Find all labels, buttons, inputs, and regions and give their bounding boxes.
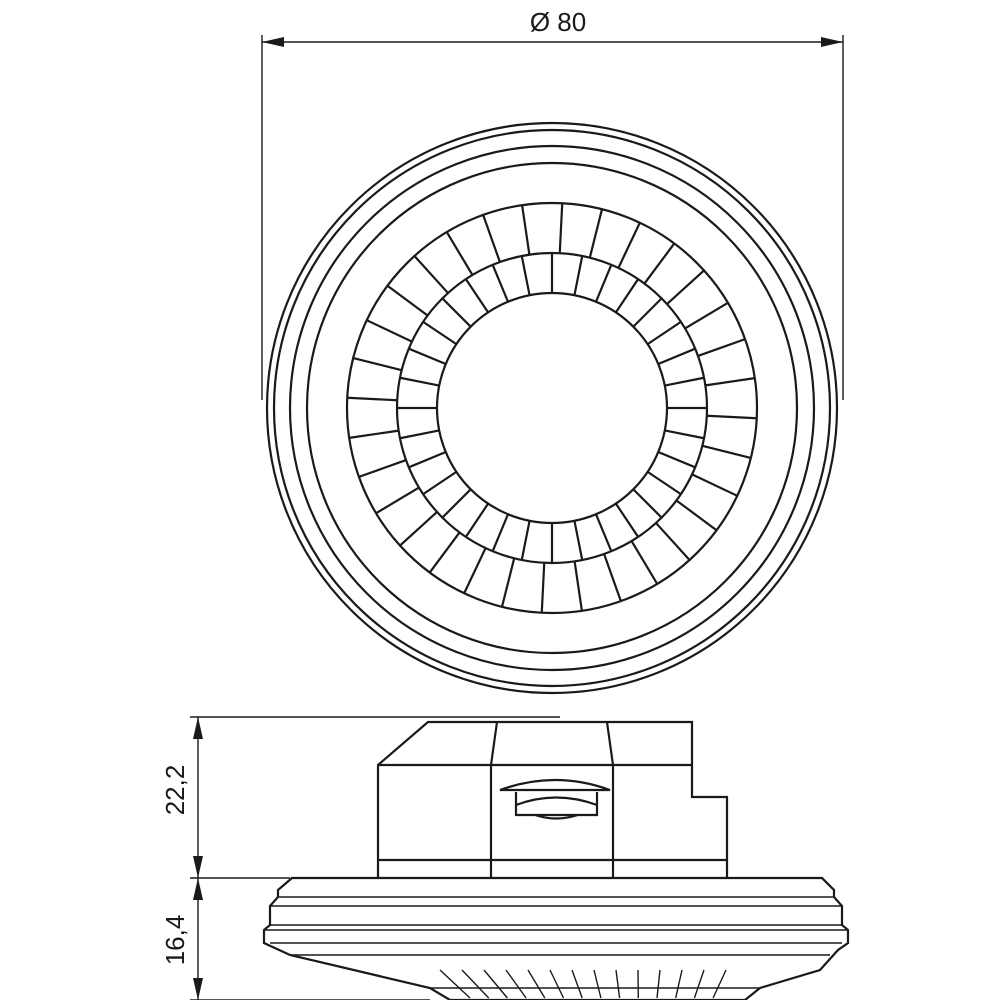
- inner-lens-divider: [632, 488, 663, 519]
- outer-lens-divider: [413, 255, 449, 294]
- inner-lens-divider: [594, 513, 613, 552]
- side-lens-segment: [549, 969, 565, 999]
- side-lens-segment: [675, 969, 683, 999]
- outer-lens-divider: [463, 547, 487, 594]
- side-lens-segment: [461, 969, 490, 999]
- outer-lens-divider: [697, 338, 746, 357]
- outer-lens-divider: [630, 540, 659, 585]
- side-lens-segment: [527, 969, 546, 999]
- inner-lens-divider: [664, 429, 705, 440]
- outer-lens-divider: [428, 531, 461, 574]
- inner-lens-divider: [573, 520, 584, 561]
- outer-lens-divider: [482, 214, 501, 263]
- inner-lens-divider: [408, 450, 447, 469]
- outer-lens-divider: [706, 414, 757, 420]
- outer-lens-divider: [655, 522, 691, 561]
- outer-lens-divider: [675, 499, 718, 532]
- side-lens-segment: [656, 969, 661, 999]
- lower-height-label: 16,4: [160, 915, 190, 966]
- upper-height-label: 22,2: [160, 765, 190, 816]
- outer-lens-divider: [643, 242, 676, 285]
- side-lens-segment: [483, 969, 508, 999]
- outer-lens-divider: [705, 377, 755, 387]
- inner-lens-divider: [594, 264, 613, 303]
- outer-lens-divider: [500, 558, 516, 608]
- inner-lens-divider: [464, 278, 490, 313]
- inner-lens-divider: [573, 255, 584, 296]
- inner-lens-divider: [657, 450, 696, 469]
- outer-lens-divider: [366, 319, 413, 343]
- top-view: [265, 121, 839, 695]
- side-lens-segment: [505, 969, 527, 999]
- outer-lens-divider: [684, 301, 729, 330]
- side-lens-segment: [593, 969, 602, 999]
- inner-lens-divider: [399, 429, 440, 440]
- lens-segments: [439, 969, 727, 999]
- outer-lens-divider: [603, 553, 622, 602]
- side-view: [262, 720, 850, 1000]
- inner-lens-divider: [408, 347, 447, 366]
- outer-lens-divider: [349, 429, 399, 439]
- outer-lens-divider: [617, 222, 641, 269]
- inner-lens-divider: [614, 503, 640, 538]
- inner-lens-divider: [399, 376, 440, 387]
- outer-lens-divider: [588, 208, 604, 258]
- side-lens-segment: [615, 969, 621, 999]
- inner-lens-divider: [491, 264, 510, 303]
- inner-lens-divider: [422, 470, 457, 496]
- inner-lens-divider: [647, 320, 682, 346]
- outer-lens-divider: [540, 562, 546, 613]
- outer-lens-divider: [666, 269, 705, 305]
- side-lens-segment: [693, 969, 705, 999]
- outer-lens-divider: [347, 396, 398, 402]
- side-lens-segment: [439, 969, 471, 999]
- outer-lens-divider: [558, 203, 564, 254]
- inner-lens-divider: [441, 488, 472, 519]
- outer-lens-divider: [445, 231, 474, 276]
- inner-lens-divider: [632, 297, 663, 328]
- side-lens-segment: [571, 969, 583, 999]
- inner-lens-divider: [647, 470, 682, 496]
- outer-lens-divider: [573, 561, 583, 611]
- outer-lens-divider: [375, 486, 420, 515]
- inner-lens-divider: [491, 513, 510, 552]
- outer-lens-divider: [702, 444, 752, 460]
- inner-lens-divider: [664, 376, 705, 387]
- outer-lens-divider: [386, 284, 429, 317]
- outer-lens-divider: [399, 511, 438, 547]
- inner-lens-divider: [614, 278, 640, 313]
- height-dimensions: 22,2 16,4: [160, 716, 560, 1000]
- inner-lens-divider: [657, 347, 696, 366]
- inner-lens-divider: [520, 255, 531, 296]
- outer-lens-divider: [358, 459, 407, 478]
- outer-lens-divider: [691, 473, 738, 497]
- inner-lens-divider: [422, 320, 457, 346]
- diameter-label: Ø 80: [530, 7, 586, 37]
- diameter-dimension: Ø 80: [261, 7, 844, 400]
- inner-lens-divider: [520, 520, 531, 561]
- inner-lens-divider: [441, 297, 472, 328]
- inner-lens-divider: [464, 503, 490, 538]
- outer-lens-divider: [521, 205, 531, 255]
- outer-lens-divider: [352, 356, 402, 372]
- side-lens-segment: [712, 969, 727, 999]
